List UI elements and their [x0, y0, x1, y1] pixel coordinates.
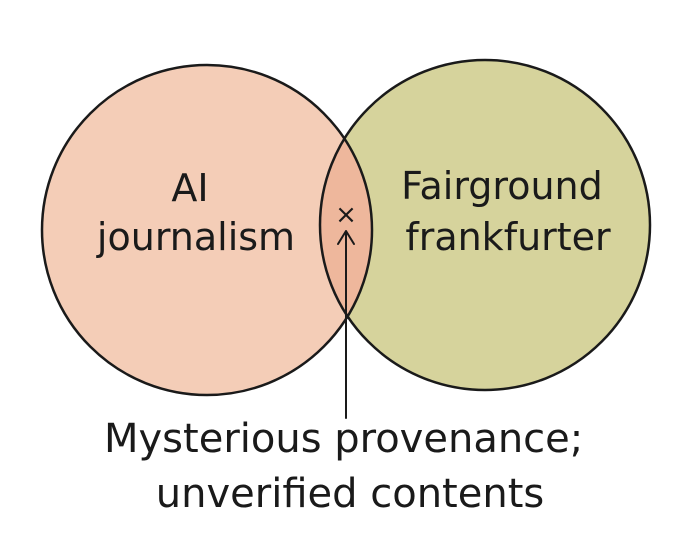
intersection-marker: ×	[335, 200, 357, 230]
intersection-pointer-arrow	[337, 230, 355, 419]
ai-journalism-label: AI journalism	[96, 166, 295, 259]
intersection-caption-line-2: unverified contents	[156, 471, 544, 517]
fairground-frankfurter-label-line-2: frankfurter	[405, 215, 611, 259]
ai-journalism-outline	[40, 63, 374, 397]
fairground-frankfurter-label: Fairground frankfurter	[401, 164, 615, 259]
intersection-caption: Mysterious provenance; unverified conten…	[104, 416, 596, 517]
ai-journalism-label-line-1: AI	[171, 166, 208, 210]
ai-journalism-label-line-2: journalism	[96, 215, 295, 259]
intersection-caption-line-1: Mysterious provenance;	[104, 416, 583, 462]
fairground-frankfurter-circle	[320, 60, 650, 390]
ai-journalism-circle	[42, 65, 372, 395]
fairground-frankfurter-label-line-1: Fairground	[401, 164, 603, 208]
fairground-frankfurter-outline	[318, 58, 652, 392]
